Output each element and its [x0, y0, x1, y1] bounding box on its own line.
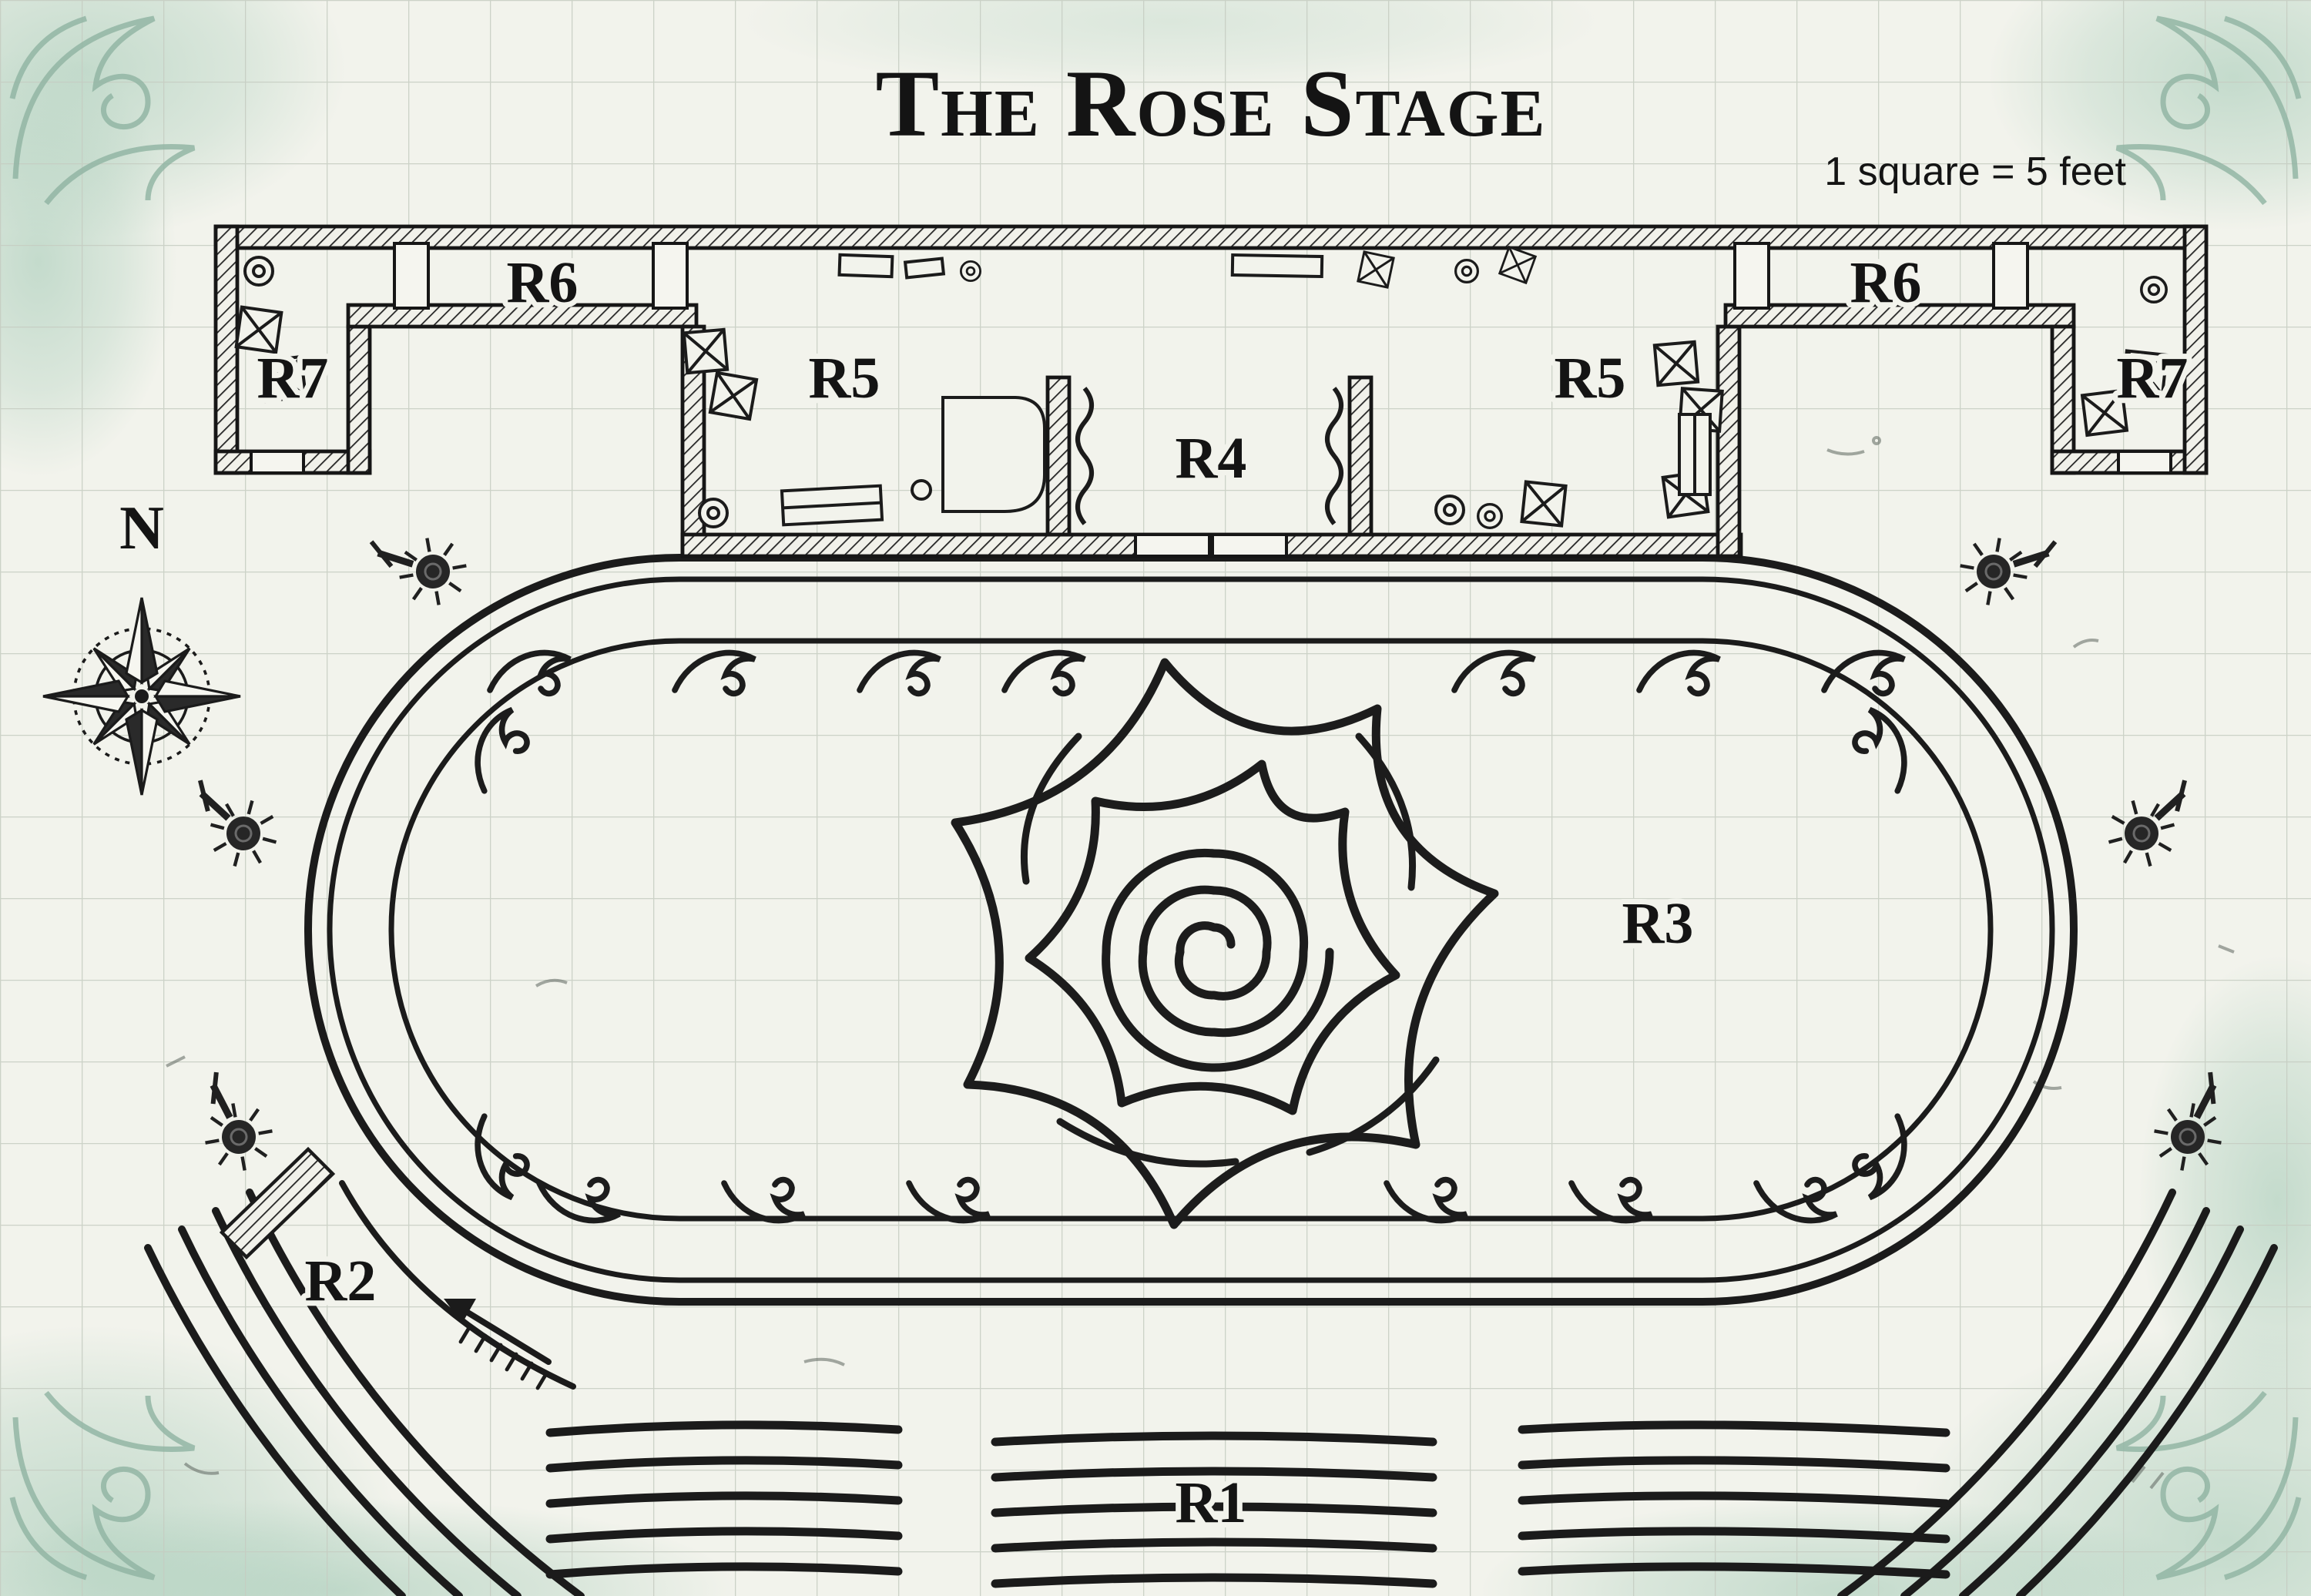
crate-icon: [1520, 480, 1568, 528]
stool-icon: [911, 479, 932, 501]
door: [652, 242, 689, 310]
crate-icon: [708, 370, 759, 421]
compass-star: [42, 597, 241, 796]
room-label-r5-left: R5: [809, 346, 880, 411]
barrel-icon: [1476, 503, 1504, 529]
map-title: The Rose Stage: [875, 51, 1546, 156]
room-label-r3: R3: [1622, 891, 1694, 956]
backstage-props: [234, 246, 2168, 529]
door: [250, 450, 305, 474]
hand-sketch-marks: [166, 436, 2235, 1490]
room-label-r2: R2: [305, 1249, 377, 1313]
piano-icon: [941, 396, 1046, 513]
ramp-direction-arrow: [444, 1299, 552, 1390]
scale-note: 1 square = 5 feet: [1824, 149, 2126, 194]
backstage-doors: [250, 242, 2172, 558]
barrel-icon: [698, 498, 729, 528]
room-label-r6-left: R6: [507, 250, 579, 315]
room-label-r5-right: R5: [1555, 346, 1626, 411]
room-label-r7-left: R7: [257, 346, 329, 411]
room-label-r7-right: R7: [2117, 346, 2189, 411]
crate-icon: [1652, 340, 1700, 387]
stage-ramp: [219, 1146, 576, 1390]
door: [1733, 242, 1770, 310]
bench-rows-r1: [545, 1420, 1950, 1588]
door: [1211, 533, 1288, 558]
compass-rose: [42, 597, 241, 796]
room-label-r6-right: R6: [1850, 250, 1922, 315]
crate-icon: [682, 327, 730, 375]
door: [393, 242, 430, 310]
table-icon: [837, 253, 894, 279]
table-icon: [903, 256, 946, 280]
barrel-icon: [2140, 275, 2168, 304]
room-labels: R6 R6 R7 R7 R5 R5 R4 R3 R2 R1: [252, 245, 2194, 1541]
rose-illustration: [951, 658, 1499, 1229]
barrel-icon: [960, 260, 981, 283]
amphitheater-seating-arcs: [144, 1189, 2278, 1596]
table-icon: [780, 484, 884, 527]
table-icon: [1678, 413, 1712, 496]
door: [1992, 242, 2029, 310]
barrel-icon: [1434, 495, 1465, 525]
barrel-icon: [1454, 259, 1480, 283]
door: [2117, 450, 2172, 474]
compass-north-label: N: [119, 495, 164, 562]
door: [1134, 533, 1211, 558]
room-label-r1: R1: [1176, 1470, 1247, 1535]
crate-icon: [1357, 250, 1395, 289]
room-label-r4: R4: [1176, 426, 1247, 491]
ramp-steps: [219, 1146, 336, 1260]
barrel-icon: [243, 256, 274, 287]
table-icon: [1230, 253, 1324, 279]
